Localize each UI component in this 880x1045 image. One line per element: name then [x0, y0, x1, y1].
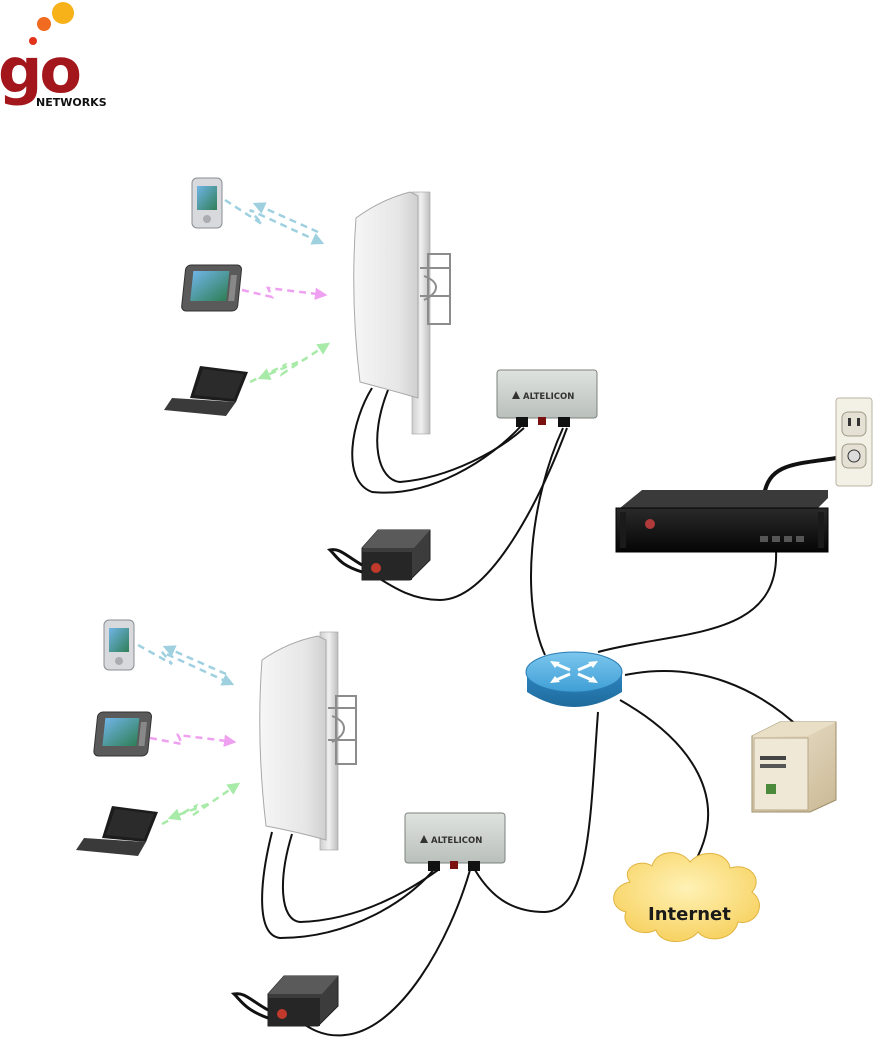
laptop-device-bottom — [76, 806, 158, 856]
router — [526, 652, 622, 707]
antenna-panel-bottom — [260, 636, 326, 840]
altelicon-box-bottom: ALTELICON — [405, 813, 505, 871]
logo-dot-mid — [37, 17, 51, 31]
power-supply-bottom — [234, 976, 338, 1026]
sector-antenna-bottom — [260, 632, 356, 850]
server-tower — [752, 722, 836, 812]
cables — [262, 388, 848, 1035]
pda-device-top — [192, 178, 222, 228]
power-knob-bottom — [277, 1009, 287, 1019]
cable-rack-router — [598, 550, 776, 652]
logo-subtitle: NETWORKS — [36, 96, 107, 109]
go-networks-logo: go NETWORKS — [0, 2, 107, 109]
logo-dot-large — [52, 2, 74, 24]
tablet-device-bottom — [93, 712, 152, 756]
cable-rack-outlet — [764, 456, 848, 495]
tablet-link-top — [242, 288, 325, 297]
power-supply-top — [330, 530, 430, 580]
internet-label: Internet — [648, 904, 731, 925]
sector-antenna-top — [354, 192, 450, 434]
rack-logo — [645, 519, 655, 529]
pda-device-bottom — [104, 620, 134, 670]
cable-top-box-router — [531, 428, 563, 655]
power-knob-top — [371, 563, 381, 573]
altelicon-label-top: ALTELICON — [523, 392, 574, 402]
rack-controller — [616, 490, 828, 552]
cable-router-bottom-box — [475, 712, 598, 912]
laptop-device-top — [164, 366, 248, 416]
pda-link-top-return — [255, 204, 318, 232]
tablet-device-top — [181, 265, 242, 311]
pda-link-top — [225, 200, 322, 243]
pda-link-bottom-return — [165, 647, 226, 674]
tablet-link-bottom — [150, 735, 234, 744]
altelicon-box-top: ALTELICON — [497, 370, 597, 427]
altelicon-label-bottom: ALTELICON — [431, 836, 482, 846]
wall-outlet — [836, 398, 872, 486]
wireless-links-top — [225, 200, 328, 382]
antenna-panel-top — [354, 192, 418, 398]
cable-router-internet — [620, 700, 708, 870]
internet-cloud: Internet — [614, 853, 760, 942]
wireless-links-bottom — [138, 645, 238, 824]
pda-link-bottom — [138, 645, 232, 684]
